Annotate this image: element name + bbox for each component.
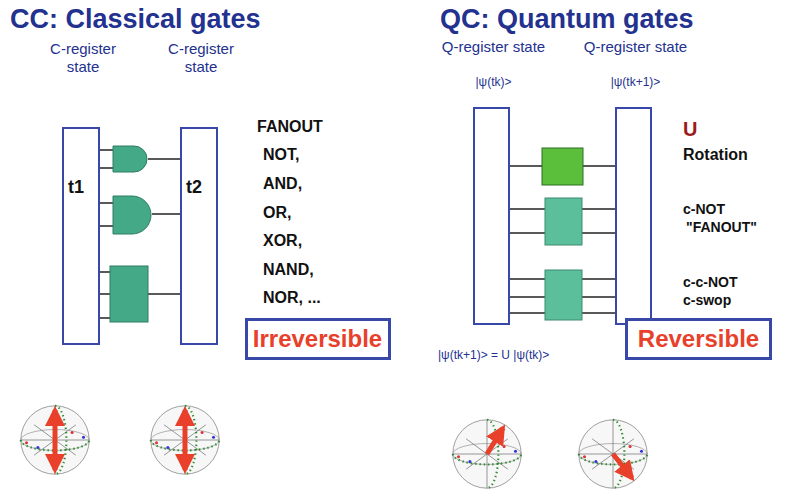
cnot-gate — [545, 198, 582, 245]
ccnot-gate — [545, 270, 582, 320]
gate-name: NOR, ... — [263, 289, 321, 307]
property-box: Reversible — [625, 318, 772, 360]
register-state: C-register statet1 — [62, 127, 100, 345]
gate-name: FANOUT — [257, 118, 323, 136]
state-label: |ψ(tk+1)> — [580, 75, 691, 89]
box-text: Reversible — [638, 326, 759, 352]
and-gate — [113, 146, 147, 172]
gate-name: AND, — [263, 175, 302, 193]
bloch-sphere — [21, 406, 89, 474]
bloch-sphere — [151, 406, 219, 474]
gate-name: c-swop — [683, 292, 731, 308]
property-box: Irreversible — [245, 318, 391, 360]
register-state: Q-register state|ψ(tk)> — [473, 107, 510, 325]
state-arrow — [487, 428, 503, 454]
gate-name: c-NOT — [683, 201, 725, 217]
state-arrow — [53, 410, 58, 470]
gate-name: Rotation — [683, 146, 748, 164]
rotation-gate — [542, 148, 583, 185]
state-arrow — [183, 410, 188, 470]
register-state: Q-register state|ψ(tk+1)> — [615, 107, 652, 325]
gate-name: NAND, — [263, 261, 314, 279]
and-gate — [113, 196, 151, 234]
gate-name: XOR, — [263, 232, 302, 250]
gate-name: NOT, — [263, 146, 299, 164]
box-text: Irreversible — [253, 326, 382, 352]
panel-title: QC: Quantum gates — [440, 4, 694, 35]
operator-symbol: U — [683, 118, 697, 141]
gate-name: "FANOUT" — [686, 219, 757, 235]
gate-name: c-c-NOT — [683, 274, 737, 290]
bloch-sphere — [453, 420, 521, 488]
register-state: C-register statet2 — [180, 127, 218, 345]
state-label: t1 — [68, 177, 98, 199]
register-heading: C-register state — [34, 40, 132, 76]
state-arrow — [613, 454, 632, 478]
bloch-sphere — [579, 420, 647, 488]
state-label: |ψ(tk)> — [438, 75, 549, 89]
panel-title: CC: Classical gates — [10, 4, 261, 35]
register-heading: Q-register state — [438, 38, 549, 56]
register-heading: C-register state — [152, 40, 250, 76]
state-equation: |ψ(tk+1)> = U |ψ(tk)> — [438, 349, 549, 363]
state-label: t2 — [186, 177, 216, 199]
gate-block — [110, 266, 148, 322]
register-heading: Q-register state — [580, 38, 691, 56]
gate-name: OR, — [263, 204, 291, 222]
